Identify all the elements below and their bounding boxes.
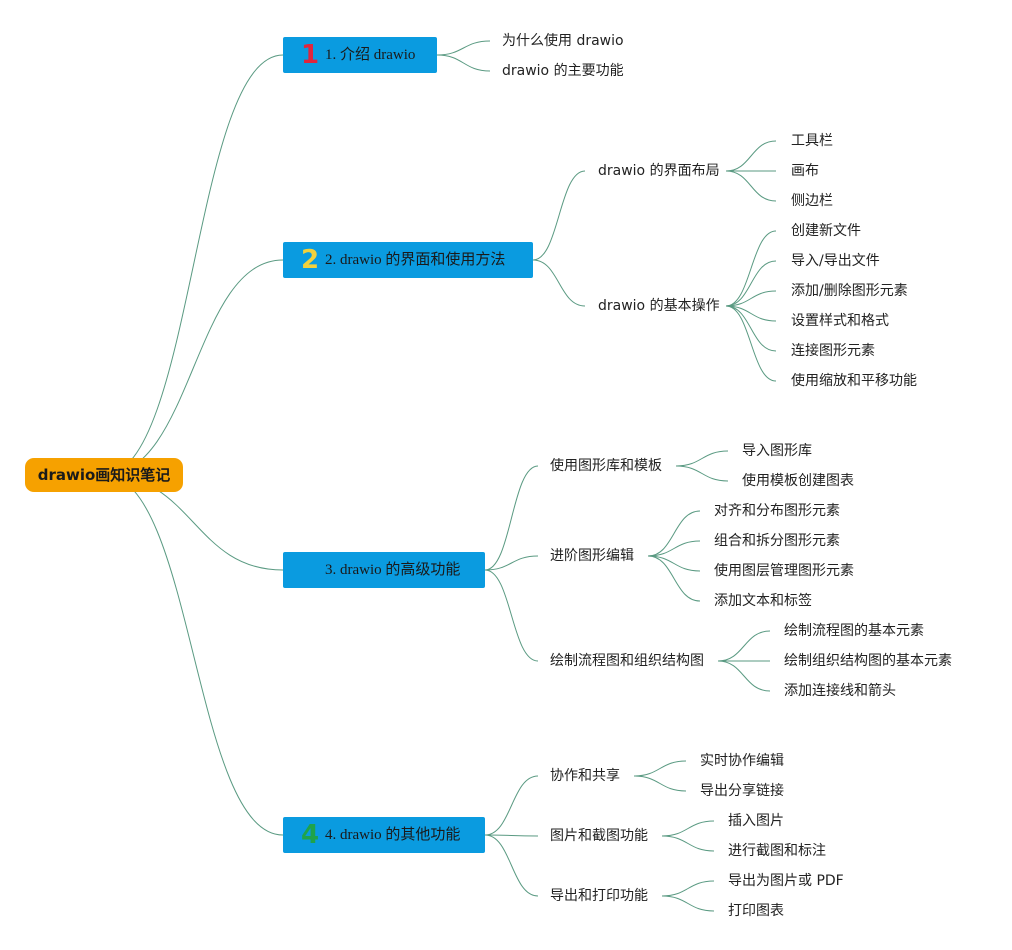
leaf-node[interactable]: 使用图层管理图形元素 xyxy=(714,563,854,579)
connector-branch-sub xyxy=(532,259,586,307)
leaf-node[interactable]: 组合和拆分图形元素 xyxy=(714,533,840,549)
branch-label: 3. drawio 的高级功能 xyxy=(325,562,461,578)
connector-sub-leaf xyxy=(647,540,701,557)
leaf-node[interactable]: 导入/导出文件 xyxy=(791,253,880,269)
leaf-node[interactable]: 画布 xyxy=(791,163,819,179)
leaf-node[interactable]: 使用模板创建图表 xyxy=(742,473,854,489)
connector-sub-leaf xyxy=(717,660,771,692)
branch-node-1[interactable]: 1 1. 介绍 drawio xyxy=(283,37,437,73)
subtopic-node[interactable]: drawio 的基本操作 xyxy=(598,298,720,314)
connector-sub-leaf xyxy=(725,260,777,307)
connector-sub-leaf xyxy=(661,835,715,852)
subtopic-node[interactable]: 绘制流程图和组织结构图 xyxy=(550,653,704,669)
leaf-node[interactable]: 使用缩放和平移功能 xyxy=(791,373,917,389)
connector-branch-sub xyxy=(484,834,539,897)
leaf-node[interactable]: 工具栏 xyxy=(791,133,833,149)
connector-sub-leaf xyxy=(647,510,701,557)
branch-node-3[interactable]: 3. drawio 的高级功能 xyxy=(283,552,485,588)
number-4-icon: 4 xyxy=(300,820,320,850)
leaf-node[interactable]: 打印图表 xyxy=(728,903,784,919)
subtopic-node[interactable]: 图片和截图功能 xyxy=(550,828,648,844)
connector-branch-sub xyxy=(484,834,539,837)
leaf-node[interactable]: 设置样式和格式 xyxy=(791,313,889,329)
connector-sub-leaf xyxy=(725,230,777,307)
leaf-node[interactable]: 侧边栏 xyxy=(791,193,833,209)
connector-branch-leaf xyxy=(436,40,491,56)
leaf-node[interactable]: 导入图形库 xyxy=(742,443,812,459)
leaf-node[interactable]: 添加/删除图形元素 xyxy=(791,283,908,299)
subtopic-node[interactable]: 协作和共享 xyxy=(550,768,620,784)
connector-root-branch xyxy=(103,259,284,476)
connector-branch-sub xyxy=(484,465,539,571)
connector-sub-leaf xyxy=(675,465,729,482)
branch-label: 1. 介绍 drawio xyxy=(325,47,416,63)
branch-node-2[interactable]: 2 2. drawio 的界面和使用方法 xyxy=(283,242,533,278)
leaf-node[interactable]: 插入图片 xyxy=(728,813,784,829)
connector-sub-leaf xyxy=(725,170,777,202)
connector-sub-leaf xyxy=(661,820,715,837)
connector-sub-leaf xyxy=(633,775,687,792)
leaf-node[interactable]: 创建新文件 xyxy=(791,223,861,239)
number-2-icon: 2 xyxy=(300,245,320,275)
leaf-node[interactable]: 导出为图片或 PDF xyxy=(728,873,844,889)
branch-label: 2. drawio 的界面和使用方法 xyxy=(325,252,506,268)
subtopic-node[interactable]: 导出和打印功能 xyxy=(550,888,648,904)
connector-sub-leaf xyxy=(725,290,777,307)
leaf-node[interactable]: 为什么使用 drawio xyxy=(502,33,624,49)
connector-sub-leaf xyxy=(717,630,771,662)
connector-sub-leaf xyxy=(647,555,701,572)
leaf-node[interactable]: 添加文本和标签 xyxy=(714,593,812,609)
connector-sub-leaf xyxy=(675,450,729,467)
root-node[interactable]: drawio画知识笔记 xyxy=(25,458,183,492)
leaf-node[interactable]: 添加连接线和箭头 xyxy=(784,683,896,699)
leaf-node[interactable]: 实时协作编辑 xyxy=(700,753,784,769)
branch-label: 4. drawio 的其他功能 xyxy=(325,827,461,843)
connector-sub-leaf xyxy=(661,895,715,912)
connector-branch-sub xyxy=(484,555,539,571)
branch-node-4[interactable]: 4 4. drawio 的其他功能 xyxy=(283,817,485,853)
connector-branch-sub xyxy=(484,569,539,662)
leaf-node[interactable]: drawio 的主要功能 xyxy=(502,63,624,79)
connector-branch-sub xyxy=(532,170,586,261)
connector-branch-leaf xyxy=(436,54,491,72)
subtopic-node[interactable]: 进阶图形编辑 xyxy=(550,548,634,564)
subtopic-node[interactable]: drawio 的界面布局 xyxy=(598,163,720,179)
leaf-node[interactable]: 绘制组织结构图的基本元素 xyxy=(784,653,952,669)
connector-sub-leaf xyxy=(633,760,687,777)
subtopic-node[interactable]: 使用图形库和模板 xyxy=(550,458,662,474)
leaf-node[interactable]: 导出分享链接 xyxy=(700,783,784,799)
connector-sub-leaf xyxy=(725,305,777,352)
connector-root-branch xyxy=(103,54,284,476)
connector-sub-leaf xyxy=(725,305,777,322)
leaf-node[interactable]: 绘制流程图的基本元素 xyxy=(784,623,924,639)
connector-sub-leaf xyxy=(725,305,777,382)
connector-sub-leaf xyxy=(725,140,777,172)
connector-sub-leaf xyxy=(647,555,701,602)
leaf-node[interactable]: 对齐和分布图形元素 xyxy=(714,503,840,519)
connector-root-branch xyxy=(103,474,284,836)
connector-sub-leaf xyxy=(661,880,715,897)
leaf-node[interactable]: 进行截图和标注 xyxy=(728,843,826,859)
leaf-node[interactable]: 连接图形元素 xyxy=(791,343,875,359)
connector-branch-sub xyxy=(484,775,539,836)
number-1-icon: 1 xyxy=(300,40,320,70)
